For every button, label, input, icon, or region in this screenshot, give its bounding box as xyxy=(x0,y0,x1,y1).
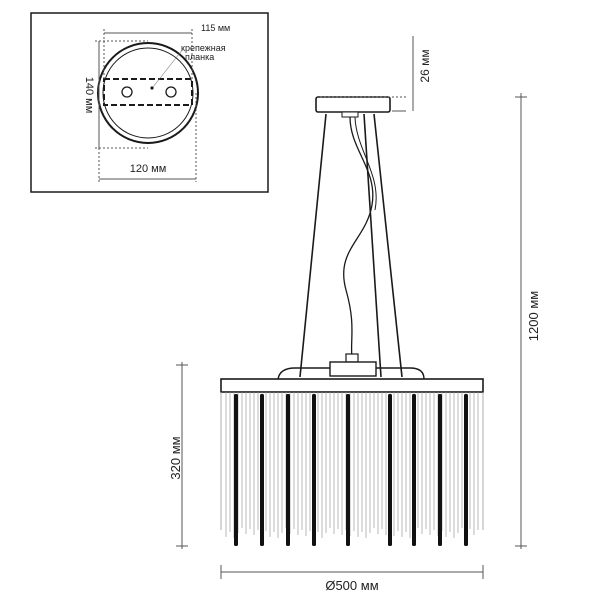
note-leader xyxy=(152,48,184,88)
plate-center-dot xyxy=(150,86,154,90)
power-cable xyxy=(343,116,374,359)
canopy-height-label: 26 мм xyxy=(418,49,432,82)
mounting-plate xyxy=(103,78,193,106)
support-arm-right xyxy=(376,367,425,380)
plate-note-line1: крепежная xyxy=(181,43,226,53)
suspension-rod-center xyxy=(363,113,382,378)
cable-connector xyxy=(345,353,359,363)
inset-width-label: 120 мм xyxy=(130,163,167,175)
crystal-rod-dark xyxy=(438,394,442,546)
canopy-inner-circle xyxy=(102,47,194,139)
crystal-rod-dark xyxy=(464,394,468,546)
support-arm-left xyxy=(277,367,330,380)
main-dimensions: 26 мм 1200 мм 320 мм Ø500 мм xyxy=(168,36,541,593)
crystal-rod-dark xyxy=(286,394,290,546)
canopy-bracket xyxy=(341,111,359,118)
plate-hole-left xyxy=(121,86,133,98)
crystal-rod-dark xyxy=(412,394,416,546)
crystal-rod-dark xyxy=(346,394,350,546)
suspension-rod-right xyxy=(373,113,403,378)
crystal-rod-dark xyxy=(388,394,392,546)
inset-frame xyxy=(30,12,269,193)
plate-note-line2: планка xyxy=(185,52,214,62)
inset-height-label: 140 мм xyxy=(83,77,95,114)
shade-height-label: 320 мм xyxy=(168,436,183,479)
plate-hole-right xyxy=(165,86,177,98)
crystal-rod-dark xyxy=(234,394,238,546)
total-height-label: 1200 мм xyxy=(526,291,541,341)
crystal-rod-dark xyxy=(260,394,264,546)
power-cable-2 xyxy=(354,116,377,211)
suspension-rod-left xyxy=(299,113,327,378)
junction-box xyxy=(329,361,377,377)
ceiling-canopy xyxy=(315,96,391,113)
crystal-rod-dark xyxy=(312,394,316,546)
pendant-fixture xyxy=(220,96,484,546)
canopy-outer-circle xyxy=(97,42,199,144)
crystal-rods xyxy=(220,392,484,546)
mount-detail-inset: 115 мм крепежная планка 140 мм 120 мм xyxy=(30,12,269,193)
diameter-label: Ø500 мм xyxy=(325,578,378,593)
plate-width-label: 115 мм xyxy=(201,23,230,33)
top-ring xyxy=(220,378,484,393)
